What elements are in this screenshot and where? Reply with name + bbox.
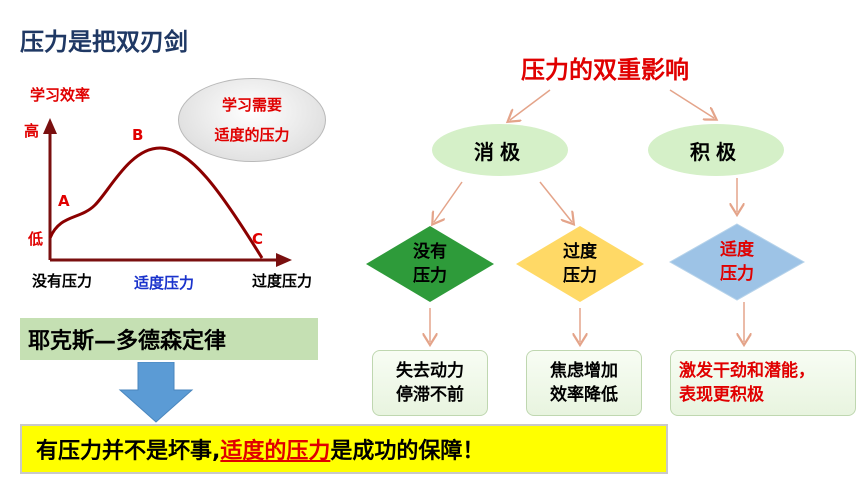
yerkes-dodson-curve: 学习效率 高 低 A B C 没有压力 适度压力 过度压力 [24,86,312,292]
point-b-label: B [132,126,143,144]
banner-part-2: 是成功的保障！ [330,439,485,464]
moderate-pressure-label: 适度 压力 [720,240,754,284]
no-pressure-label: 没有 压力 [413,242,447,286]
result-over-pressure: 焦虑增加 效率降低 [526,350,642,416]
x-mid-label: 适度压力 [134,274,194,292]
dual-impact-title: 压力的双重影响 [521,56,689,84]
diamond-moderate-pressure [668,223,806,301]
y-low-label: 低 [27,230,43,248]
y-high-label: 高 [24,122,39,140]
arrow-negative-to-over [539,181,572,222]
diamond-no-pressure [366,226,494,302]
x-right-label: 过度压力 [252,272,312,290]
need-moderate-pressure-bubble: 学习需要 适度的压力 [178,78,326,162]
positive-node: 积极 [648,124,784,176]
over-pressure-label: 过度 压力 [563,242,597,286]
x-left-label: 没有压力 [32,272,92,290]
result-no-pressure: 失去动力 停滞不前 [372,350,488,416]
negative-node: 消极 [432,124,568,176]
down-arrow-icon [118,362,194,423]
diamond-over-pressure [516,226,644,302]
banner-highlight: 适度的压力 [220,439,331,464]
x-axis-arrow [276,253,292,267]
result-moderate-pressure: 激发干劲和潜能， 表现更积极 [670,350,856,416]
arrow-title-to-positive [669,89,714,118]
arrow-title-to-negative [510,89,551,120]
efficiency-curve [48,146,264,259]
conclusion-banner: 有压力并不是坏事, 适度的压力 是成功的保障！ [20,424,668,474]
point-a-label: A [58,192,70,210]
page-title: 压力是把双刃剑 [20,28,188,56]
arrow-negative-to-none [434,181,463,222]
bubble-line-2: 适度的压力 [214,126,290,144]
point-c-label: C [252,230,263,248]
bubble-line-1: 学习需要 [221,96,282,114]
yerkes-dodson-law-box: 耶克斯—多德森定律 [20,318,318,360]
y-axis-arrow [43,118,57,134]
y-axis-label: 学习效率 [30,86,90,104]
banner-part-1: 有压力并不是坏事, [36,439,221,464]
